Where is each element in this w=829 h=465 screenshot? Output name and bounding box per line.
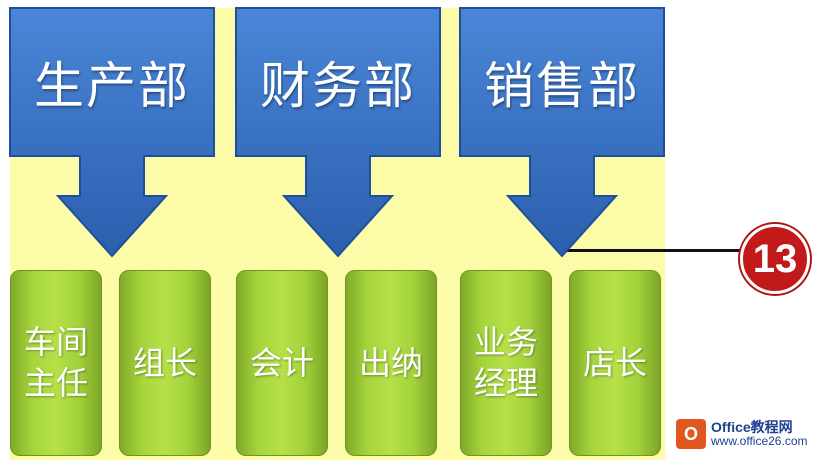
watermark-text: Office教程网 www.office26.com: [711, 418, 808, 449]
role-box: 业务 经理: [460, 270, 552, 456]
office-logo-icon: O: [676, 419, 706, 449]
department-label: 销售部: [484, 57, 640, 115]
role-box: 会计: [236, 270, 328, 456]
watermark-brand: Office教程网: [711, 418, 793, 435]
dept-arrow-shape: [235, 7, 441, 258]
role-label: 出纳: [358, 343, 423, 382]
watermark-logo: O Office教程网 www.office26.com: [676, 414, 826, 454]
role-label: 业务 经理: [473, 323, 538, 402]
role-box: 出纳: [345, 270, 437, 456]
department-label: 生产部: [34, 57, 190, 115]
role-label: 车间 主任: [23, 323, 88, 402]
department-production: 生产部: [9, 7, 215, 258]
department-sales: 销售部: [459, 7, 665, 258]
role-label: 组长: [132, 343, 197, 382]
role-box: 车间 主任: [10, 270, 102, 456]
department-finance: 财务部: [235, 7, 441, 258]
role-label: 店长: [582, 343, 647, 382]
role-box: 店长: [569, 270, 661, 456]
callout-line: [563, 249, 743, 252]
dept-arrow-shape: [9, 7, 215, 258]
watermark-site: www.office26.com: [711, 434, 808, 449]
role-box: 组长: [119, 270, 211, 456]
department-label: 财务部: [260, 57, 416, 115]
dept-arrow-shape: [459, 7, 665, 258]
role-label: 会计: [249, 343, 314, 382]
step-number-badge: 13: [740, 224, 810, 294]
